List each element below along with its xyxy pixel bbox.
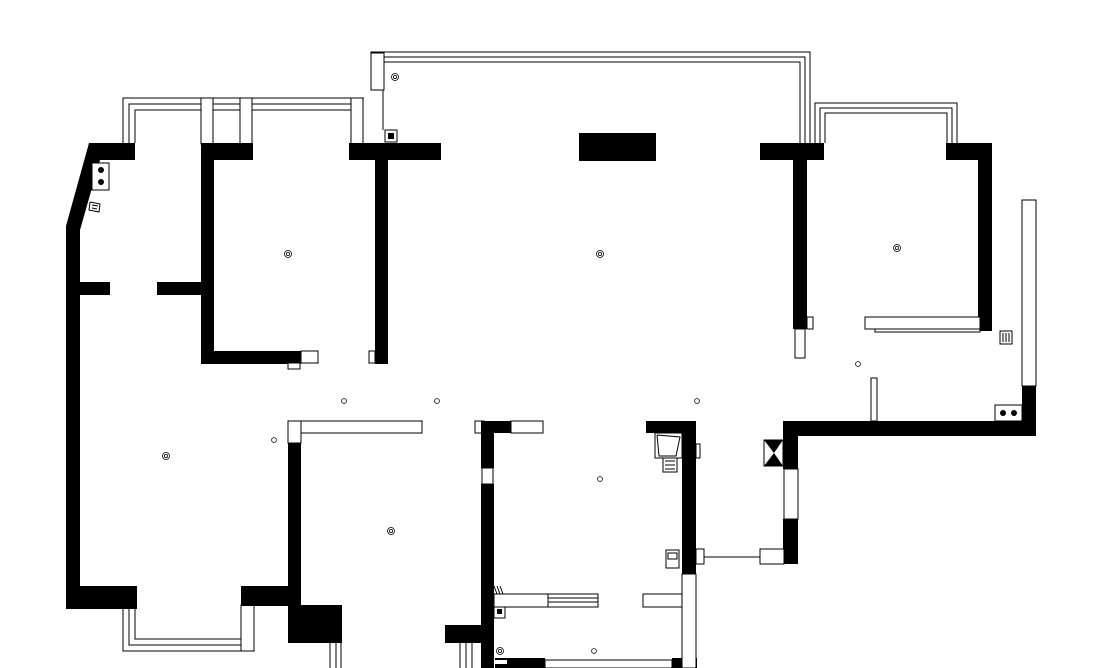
- downlight-icon: [694, 398, 700, 404]
- ceiling-lights: [162, 73, 901, 655]
- fixtures: [88, 129, 1023, 664]
- downlights: [271, 361, 861, 654]
- balcony-railings: [122, 51, 1037, 668]
- ceiling-light-icon: [496, 647, 504, 655]
- interior-walls: [80, 143, 981, 668]
- ceiling-light-icon: [387, 527, 395, 535]
- downlight-icon: [855, 361, 861, 367]
- ceiling-light-icon: [391, 73, 399, 81]
- downlight-icon: [271, 437, 277, 443]
- top-left-angled-wall: [66, 143, 135, 590]
- stove: [994, 404, 1023, 422]
- ceiling-light-icon: [162, 452, 170, 460]
- downlight-icon: [434, 398, 440, 404]
- ceiling-light-icon: [284, 250, 292, 258]
- downlight-icon: [597, 476, 603, 482]
- ceiling-light-icon: [596, 250, 604, 258]
- ceiling-light-icon: [893, 244, 901, 252]
- downlight-icon: [341, 398, 347, 404]
- stove: [91, 162, 110, 191]
- beam: [579, 133, 656, 161]
- downlight-icon: [591, 648, 597, 654]
